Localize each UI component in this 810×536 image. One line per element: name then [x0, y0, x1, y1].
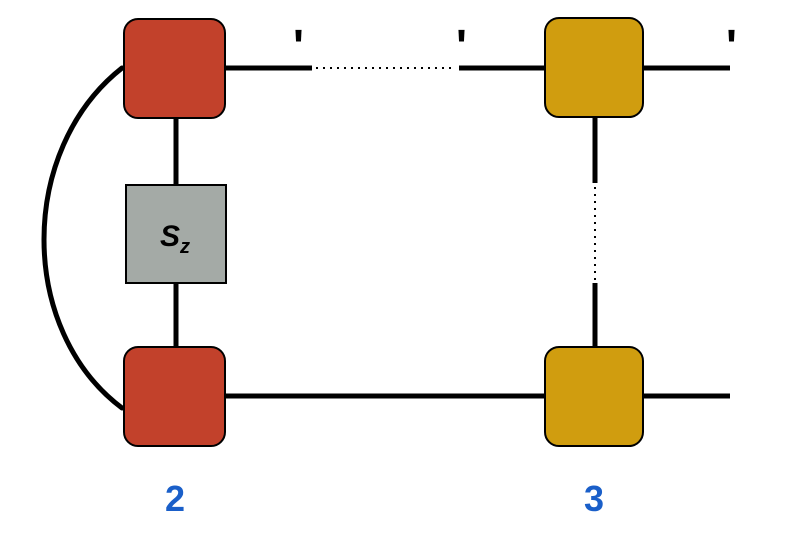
prime-mark-right: ' — [726, 20, 737, 72]
prime-mark-left: ' — [293, 20, 304, 72]
site-2-top-tensor — [123, 18, 226, 119]
sz-operator-box — [125, 184, 227, 284]
sz-operator-label: Sz — [160, 220, 190, 258]
prime-mark-middle: ' — [456, 20, 467, 72]
site-label-2: 2 — [165, 478, 185, 519]
site-2-bottom-tensor — [123, 346, 226, 447]
site-3-top-tensor — [544, 17, 644, 118]
operator-subscript: z — [179, 236, 190, 258]
trace-bond-curve — [41, 65, 125, 411]
site-3-bottom-tensor — [544, 346, 644, 447]
operator-symbol: S — [160, 220, 180, 253]
site-label-3: 3 — [584, 478, 604, 519]
